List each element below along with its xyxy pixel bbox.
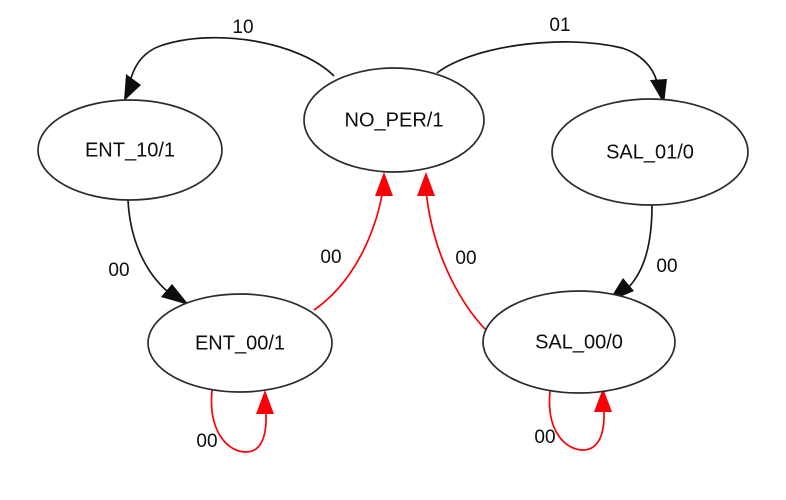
- arrowhead-to-ent_10: [124, 74, 141, 101]
- transition-path-00-ent00-noper: [313, 189, 384, 311]
- transition-no_per-to-sal_01[interactable]: 01: [436, 15, 667, 104]
- state-node-sal_01[interactable]: SAL_01/0: [551, 98, 749, 206]
- arrowhead-red-self-sal_00: [594, 388, 612, 412]
- arrowhead-to-ent_00: [161, 284, 189, 305]
- self-transition-label-sal_00: 00: [534, 427, 555, 448]
- transition-path-00-ent: [127, 199, 169, 293]
- transition-label-10: 10: [232, 17, 253, 38]
- transition-sal_01-to-sal_00[interactable]: 00: [608, 204, 678, 302]
- transition-label-00-sal00-noper: 00: [455, 248, 476, 269]
- transition-path-01: [436, 41, 658, 83]
- self-transition-ent_00[interactable]: 00: [196, 389, 274, 453]
- state-node-ent_10[interactable]: ENT_10/1: [37, 99, 223, 201]
- self-transition-sal_00[interactable]: 00: [534, 388, 612, 451]
- arrowhead-red-to-no_per-right: [417, 172, 435, 196]
- state-node-no_per[interactable]: NO_PER/1: [303, 67, 485, 173]
- arrowhead-to-sal_01: [650, 79, 667, 104]
- arrowhead-red-self-ent_00: [256, 390, 274, 414]
- self-loop-path-ent_00: [210, 389, 267, 453]
- self-transition-label-ent_00: 00: [196, 431, 217, 452]
- transition-path-00-sal00-noper: [425, 189, 488, 332]
- transition-ent_00-to-no_per[interactable]: 00: [313, 172, 393, 311]
- state-ellipse-ent_10: [37, 99, 223, 201]
- state-ellipse-sal_01: [551, 98, 749, 206]
- transition-label-01: 01: [549, 15, 570, 36]
- state-ellipse-ent_00: [147, 293, 333, 393]
- transition-path-00-sal: [626, 204, 653, 290]
- transition-path-10: [130, 36, 335, 79]
- state-ellipse-sal_00: [482, 290, 676, 394]
- state-ellipse-no_per: [303, 67, 485, 173]
- transition-label-00-ent10-ent00: 00: [108, 260, 129, 281]
- arrowhead-red-to-no_per-left: [375, 172, 393, 196]
- transition-ent_10-to-ent_00[interactable]: 00: [108, 199, 189, 305]
- self-loop-path-sal_00: [548, 390, 605, 451]
- transition-sal_00-to-no_per[interactable]: 00: [417, 172, 488, 332]
- transition-no_per-to-ent_10[interactable]: 10: [124, 17, 335, 101]
- transition-label-00-sal01-sal00: 00: [656, 256, 677, 277]
- transition-label-00-ent00-noper: 00: [320, 247, 341, 268]
- state-node-sal_00[interactable]: SAL_00/0: [482, 290, 676, 394]
- state-node-ent_00[interactable]: ENT_00/1: [147, 293, 333, 393]
